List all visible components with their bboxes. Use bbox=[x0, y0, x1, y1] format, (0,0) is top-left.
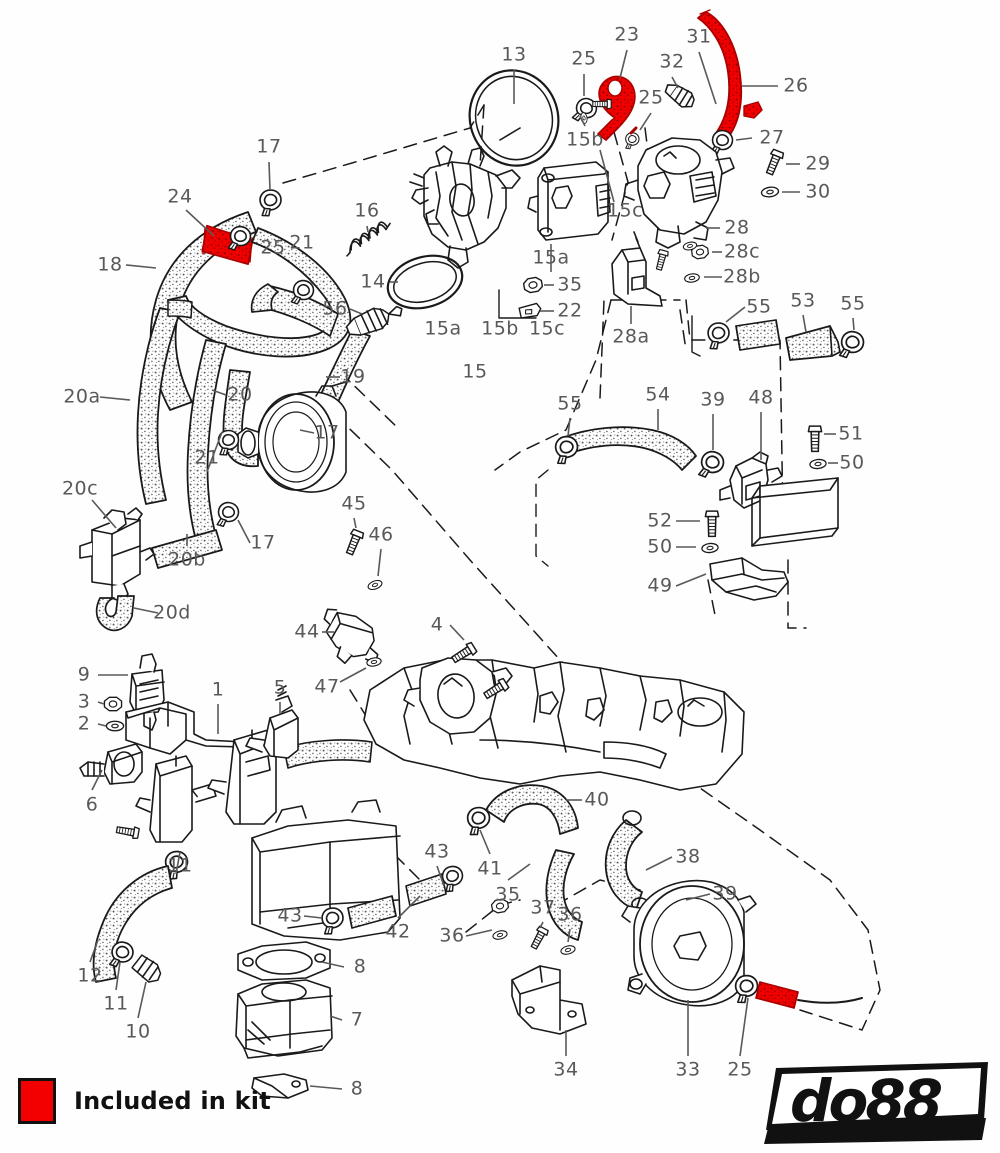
callout-51: 51 bbox=[838, 422, 864, 445]
callout-8: 8 bbox=[350, 1077, 364, 1100]
legend-label: Included in kit bbox=[74, 1087, 271, 1115]
callout-38: 38 bbox=[675, 845, 701, 868]
callout-17: 17 bbox=[250, 531, 276, 554]
callout-15c: 15c bbox=[606, 199, 644, 222]
callout-15b: 15b bbox=[481, 317, 519, 340]
callout-54: 54 bbox=[645, 383, 671, 406]
callout-39: 39 bbox=[700, 388, 726, 411]
callout-20d: 20d bbox=[153, 601, 191, 624]
callout-12: 12 bbox=[77, 964, 103, 987]
callout-25: 25 bbox=[638, 86, 664, 109]
callout-49: 49 bbox=[647, 574, 673, 597]
callout-20b: 20b bbox=[168, 548, 206, 571]
callout-45: 45 bbox=[341, 492, 367, 515]
callout-47: 47 bbox=[314, 675, 340, 698]
callout-37: 37 bbox=[530, 896, 556, 919]
callout-15c: 15c bbox=[528, 317, 566, 340]
callout-55: 55 bbox=[840, 292, 866, 315]
callout-24: 24 bbox=[167, 185, 193, 208]
callout-28c: 28c bbox=[723, 240, 761, 263]
callout-15: 15 bbox=[462, 360, 488, 383]
callout-50: 50 bbox=[647, 535, 673, 558]
callout-31: 31 bbox=[686, 25, 712, 48]
callout-35: 35 bbox=[557, 273, 583, 296]
do88-logo: do88 bbox=[762, 1058, 990, 1144]
legend: Included in kit bbox=[18, 1078, 271, 1124]
callout-53: 53 bbox=[790, 289, 816, 312]
callout-56: 56 bbox=[322, 297, 348, 320]
callout-14: 14 bbox=[360, 270, 386, 293]
callout-25: 25 bbox=[260, 236, 286, 259]
callout-11: 11 bbox=[103, 992, 129, 1015]
callout-19: 19 bbox=[340, 365, 366, 388]
callout-28a: 28a bbox=[612, 325, 650, 348]
do88-logo-text: do88 bbox=[790, 1067, 943, 1135]
callout-3: 3 bbox=[77, 690, 91, 713]
callout-43: 43 bbox=[277, 904, 303, 927]
callout-55: 55 bbox=[746, 295, 772, 318]
callout-16: 16 bbox=[354, 199, 380, 222]
callout-17: 17 bbox=[314, 421, 340, 444]
callout-35: 35 bbox=[495, 883, 521, 906]
callout-17: 17 bbox=[256, 135, 282, 158]
callout-39: 39 bbox=[712, 882, 738, 905]
callout-42: 42 bbox=[385, 920, 411, 943]
callout-30: 30 bbox=[805, 180, 831, 203]
callout-40: 40 bbox=[584, 788, 610, 811]
callout-44: 44 bbox=[294, 620, 320, 643]
callout-11: 11 bbox=[167, 854, 193, 877]
callout-21: 21 bbox=[194, 446, 220, 469]
callout-2: 2 bbox=[77, 712, 91, 735]
callout-41: 41 bbox=[477, 857, 503, 880]
callout-52: 52 bbox=[647, 509, 673, 532]
callout-55: 55 bbox=[557, 392, 583, 415]
callout-21: 21 bbox=[289, 231, 315, 254]
callout-15a: 15a bbox=[424, 317, 462, 340]
callout-48: 48 bbox=[748, 386, 774, 409]
callout-29: 29 bbox=[805, 152, 831, 175]
callout-34: 34 bbox=[553, 1058, 579, 1081]
callout-36: 36 bbox=[439, 924, 465, 947]
callout-20c: 20c bbox=[61, 477, 99, 500]
callout-20: 20 bbox=[227, 383, 253, 406]
callout-33: 33 bbox=[675, 1058, 701, 1081]
callout-50: 50 bbox=[839, 451, 865, 474]
callout-5: 5 bbox=[273, 676, 287, 699]
callout-20a: 20a bbox=[63, 385, 101, 408]
callout-18: 18 bbox=[97, 253, 123, 276]
callout-26: 26 bbox=[783, 74, 809, 97]
callout-22: 22 bbox=[557, 299, 583, 322]
callout-27: 27 bbox=[759, 126, 785, 149]
callout-15b: 15b bbox=[566, 128, 604, 151]
legend-color-swatch bbox=[18, 1078, 56, 1124]
callout-9: 9 bbox=[77, 663, 91, 686]
callout-4: 4 bbox=[430, 613, 444, 636]
callout-8: 8 bbox=[353, 955, 367, 978]
callout-23: 23 bbox=[614, 23, 640, 46]
callout-25: 25 bbox=[571, 47, 597, 70]
callout-1: 1 bbox=[211, 678, 225, 701]
callout-7: 7 bbox=[350, 1008, 364, 1031]
callout-46: 46 bbox=[368, 523, 394, 546]
callout-6: 6 bbox=[85, 793, 99, 816]
callout-10: 10 bbox=[125, 1020, 151, 1043]
callout-28: 28 bbox=[724, 216, 750, 239]
callout-32: 32 bbox=[659, 50, 685, 73]
callout-36: 36 bbox=[557, 903, 583, 926]
callout-25: 25 bbox=[727, 1058, 753, 1081]
callout-15a: 15a bbox=[532, 246, 570, 269]
callout-28b: 28b bbox=[723, 265, 761, 288]
callout-43: 43 bbox=[424, 840, 450, 863]
callout-13: 13 bbox=[501, 43, 527, 66]
